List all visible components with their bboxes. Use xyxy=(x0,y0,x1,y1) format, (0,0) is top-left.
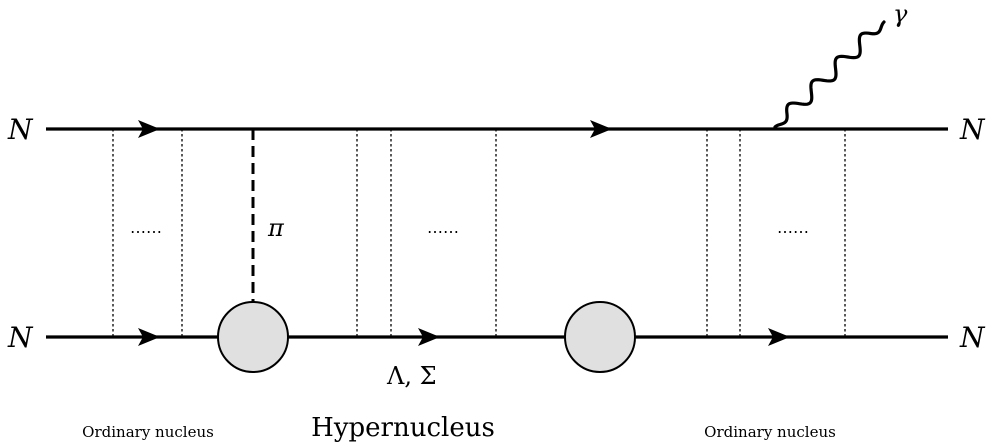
ellipsis-left: ⋯⋯ xyxy=(130,222,162,241)
nucleon-label-top-left: N xyxy=(7,113,34,146)
caption-center: Hypernucleus xyxy=(311,413,495,443)
arrow-icon xyxy=(768,328,790,346)
vertex-blob xyxy=(564,301,636,373)
nucleon-label-bottom-left: N xyxy=(7,321,34,354)
caption-left: Ordinary nucleus xyxy=(82,423,214,441)
nucleon-label-bottom-right: N xyxy=(959,321,986,354)
caption-right: Ordinary nucleus xyxy=(704,423,836,441)
hyperon-label: Λ, Σ xyxy=(386,362,437,390)
arrow-icon xyxy=(590,120,612,138)
arrow-icon xyxy=(138,120,160,138)
ellipsis-middle: ⋯⋯ xyxy=(427,222,459,241)
vertex-blob xyxy=(217,301,289,373)
ellipsis-right: ⋯⋯ xyxy=(777,222,809,241)
photon-line xyxy=(773,20,886,129)
nucleon-label-top-right: N xyxy=(959,113,986,146)
arrow-icon xyxy=(418,328,440,346)
photon-label: γ xyxy=(893,0,908,28)
arrow-icon xyxy=(138,328,160,346)
arrows xyxy=(138,120,790,346)
pion-label: π xyxy=(267,214,285,242)
exchange-lines xyxy=(112,129,846,337)
